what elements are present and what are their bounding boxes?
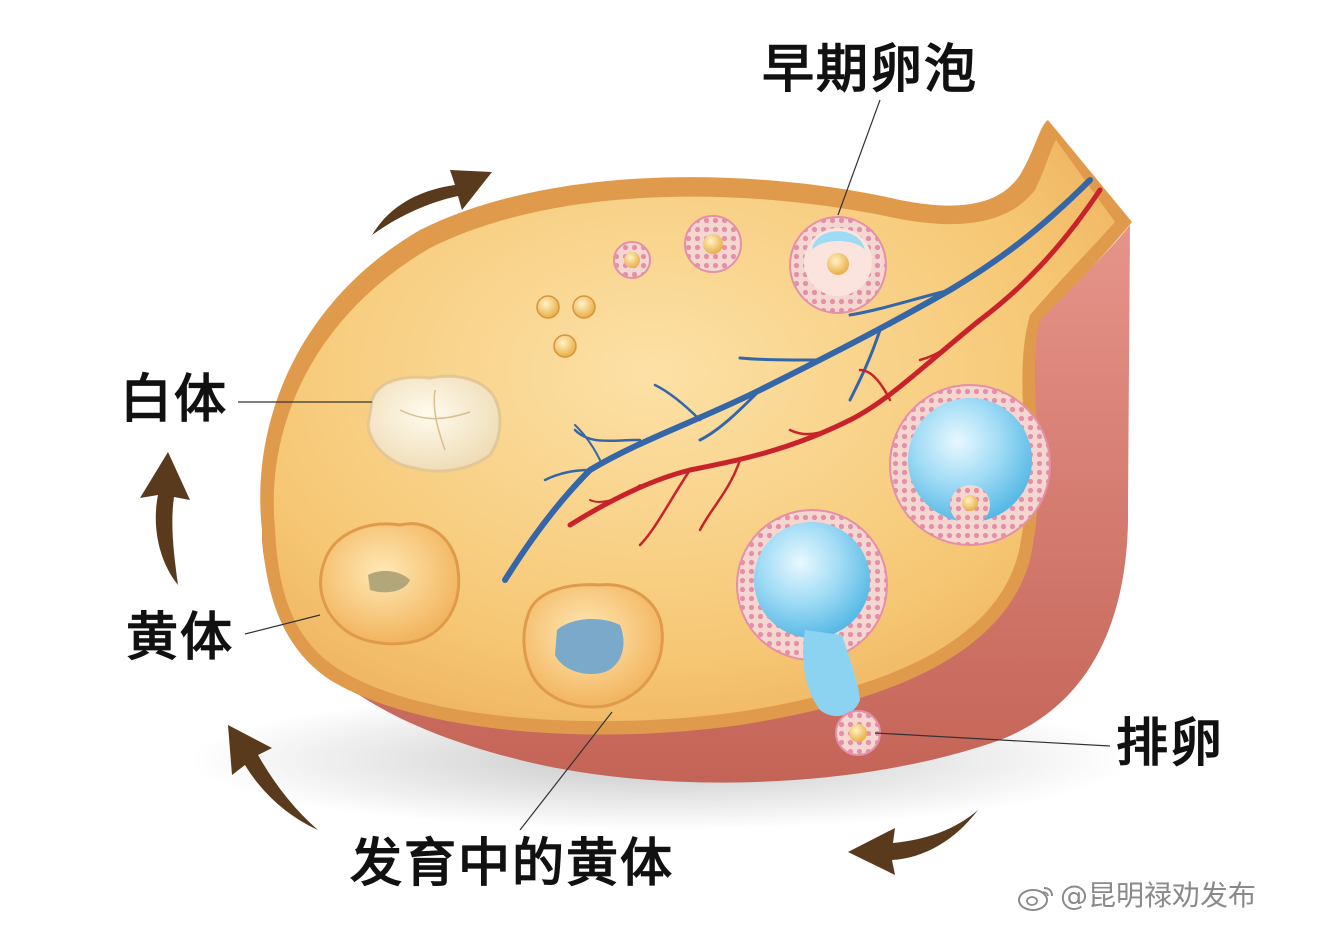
label-early-follicle: 早期卵泡: [762, 40, 979, 100]
label-corpus-luteum: 黄体: [126, 608, 235, 668]
corpus-albicans: [366, 374, 502, 473]
leader-lines: [238, 99, 1111, 831]
corpus-luteum: [319, 522, 461, 646]
primary-follicle-medium: [684, 215, 742, 273]
antral-follicle: [889, 384, 1051, 546]
cycle-arrow-left-lower: [228, 725, 318, 830]
ovary-tissue: [273, 140, 1115, 722]
vein: [502, 177, 1093, 583]
cycle-arrow-bottom: [848, 810, 978, 875]
primary-follicle-small: [613, 241, 651, 279]
ovulating-follicle: [736, 509, 888, 717]
label-corpus-albicans: 白体: [120, 370, 229, 430]
watermark: @昆明禄劝发布: [1016, 874, 1256, 914]
released-egg: [835, 710, 881, 756]
weibo-icon: [1018, 887, 1053, 911]
early-follicle: [789, 216, 887, 314]
primordial-eggs: [536, 295, 596, 358]
cycle-arrow-left-upper: [140, 452, 190, 585]
label-ovulation: 排卵: [1116, 714, 1225, 774]
artery: [567, 187, 1103, 547]
cycle-arrow-top: [372, 170, 492, 235]
watermark-text: @昆明禄劝发布: [1060, 879, 1257, 912]
label-developing-corpus-luteum: 发育中的黄体: [350, 834, 675, 894]
developing-corpus-luteum: [522, 583, 664, 709]
